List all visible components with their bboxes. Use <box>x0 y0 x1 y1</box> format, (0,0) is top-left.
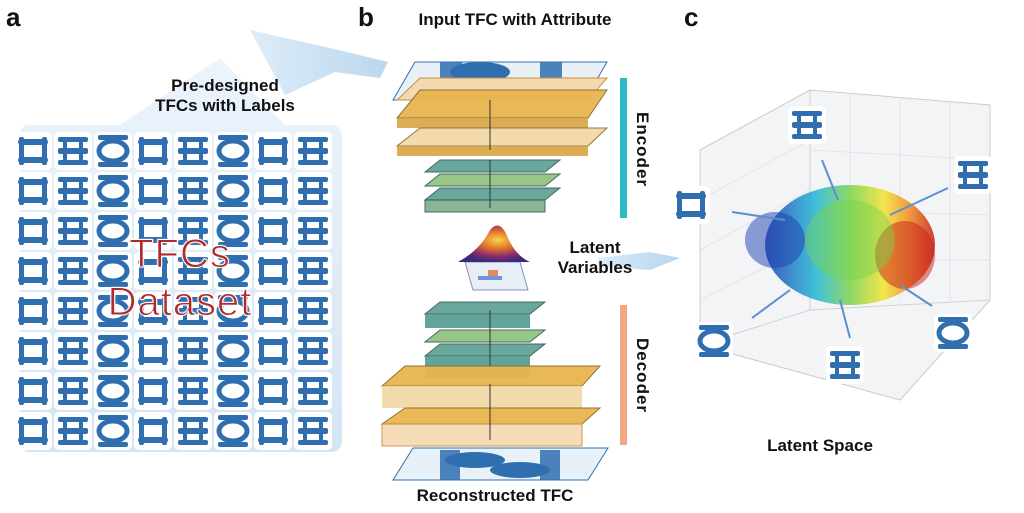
dataset-tfc-tile <box>134 332 172 370</box>
dataset-tfc-tile <box>214 412 252 450</box>
dataset-tfc-tile <box>174 132 212 170</box>
dataset-tfc-tile <box>254 412 292 450</box>
input-title: Input TFC with Attribute <box>418 10 612 29</box>
latent-sample-bottom <box>826 346 864 384</box>
dataset-title-line2: TFCs with Labels <box>155 96 295 116</box>
latent-variables-label: Latent Variables <box>540 238 650 279</box>
dataset-overlay-text: TFCs Dataset <box>60 230 300 326</box>
latent-label-line1: Latent <box>569 238 621 257</box>
dataset-tfc-tile <box>14 132 52 170</box>
dataset-tfc-tile <box>294 132 332 170</box>
dataset-title-line1: Pre-designed <box>171 76 279 95</box>
dataset-tfc-tile <box>294 372 332 410</box>
dataset-tfc-tile <box>94 412 132 450</box>
reconstructed-title: Reconstructed TFC <box>416 486 574 505</box>
dataset-tfc-tile <box>54 332 92 370</box>
dataset-tfc-tile <box>54 132 92 170</box>
dataset-to-input-arrow <box>250 30 388 95</box>
dataset-tfc-tile <box>134 132 172 170</box>
decoder-stack <box>380 301 602 447</box>
dataset-tfc-tile <box>14 332 52 370</box>
latent-sample-left <box>672 186 710 224</box>
dataset-tfc-tile <box>54 372 92 410</box>
dataset-tfc-tile <box>214 372 252 410</box>
dataset-overlay-line1: TFCs <box>129 232 231 277</box>
latent-label-line2: Variables <box>557 258 633 278</box>
dataset-tfc-tile <box>254 372 292 410</box>
dataset-overlay-line2: Dataset <box>107 280 253 325</box>
dataset-tfc-tile <box>174 372 212 410</box>
encoder-stack <box>395 77 609 213</box>
decoder-bar <box>620 305 627 445</box>
reconstructed-tfc-sheet <box>392 447 609 481</box>
dataset-tfc-tile <box>254 332 292 370</box>
encoder-label: Encoder <box>633 112 652 188</box>
dataset-tfc-tile <box>174 412 212 450</box>
dataset-tfc-tile <box>214 172 252 210</box>
dataset-tfc-tile <box>294 172 332 210</box>
latent-sample-top <box>788 106 826 144</box>
encoder-bar <box>620 78 627 218</box>
latent-projection-arrows <box>731 159 949 339</box>
dataset-tfc-tile <box>14 372 52 410</box>
dataset-tfc-tile <box>134 412 172 450</box>
dataset-title: Pre-designed TFCs with Labels <box>120 76 330 117</box>
decoder-label: Decoder <box>633 338 652 414</box>
latent-scatter-cloud <box>745 185 935 305</box>
dataset-tfc-tile <box>134 172 172 210</box>
dataset-tfc-tile <box>14 212 52 250</box>
dataset-tfc-tile <box>294 412 332 450</box>
dataset-tfc-tile <box>134 372 172 410</box>
dataset-tfc-tile <box>174 172 212 210</box>
latent-sample-bottom-right <box>934 314 972 352</box>
panel-label-c: c <box>684 2 699 32</box>
panel-label-b: b <box>358 2 374 32</box>
dataset-tfc-tile <box>14 292 52 330</box>
dataset-tfc-tile <box>54 172 92 210</box>
dataset-tfc-tile <box>14 172 52 210</box>
latent-sample-right <box>954 156 992 194</box>
dataset-tfc-tile <box>214 132 252 170</box>
panel-label-a: a <box>6 2 21 32</box>
dataset-tfc-tile <box>294 332 332 370</box>
dataset-tfc-tile <box>14 412 52 450</box>
dataset-tfc-tile <box>94 172 132 210</box>
dataset-tfc-tile <box>214 332 252 370</box>
dataset-tfc-tile <box>94 332 132 370</box>
dataset-tfc-tile <box>254 172 292 210</box>
dataset-tfc-tile <box>254 132 292 170</box>
dataset-tfc-tile <box>54 412 92 450</box>
latent-sample-bottom-left <box>695 322 733 360</box>
dataset-tfc-tile <box>174 332 212 370</box>
dataset-tfc-tile <box>94 372 132 410</box>
dataset-tfc-tile <box>14 252 52 290</box>
dataset-tfc-tile <box>94 132 132 170</box>
latent-space-title: Latent Space <box>767 436 873 455</box>
latent-distribution-plot <box>458 225 530 291</box>
latent-arrow <box>598 252 680 270</box>
dataset-panel <box>14 58 342 452</box>
